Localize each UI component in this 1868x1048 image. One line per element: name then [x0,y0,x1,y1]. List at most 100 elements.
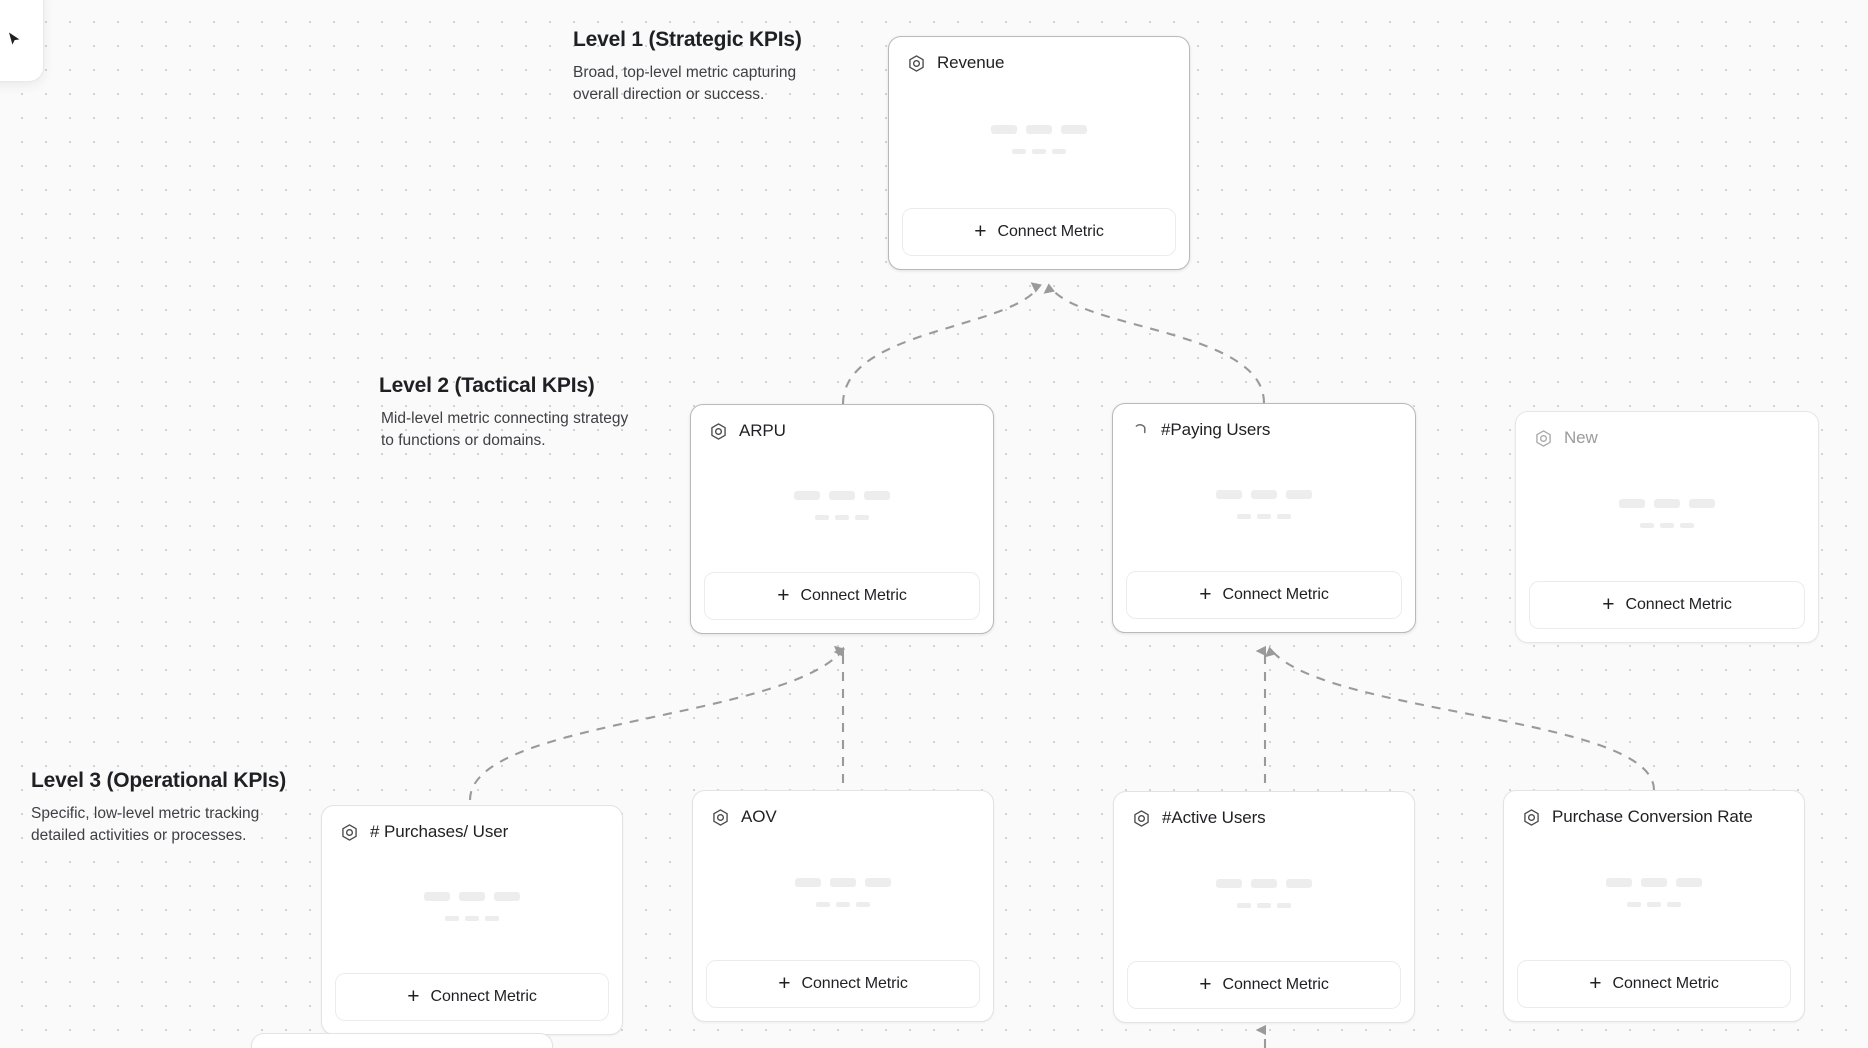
metric-card-purchases-per-user[interactable]: # Purchases/ User + Connect Metric [321,805,623,1035]
skeleton-bar [1647,902,1661,907]
skeleton-bar [816,902,830,907]
skeleton-bar [1216,490,1242,499]
plus-icon: + [778,971,791,995]
skeleton-row-secondary [445,916,499,921]
level-3-description: Specific, low-level metric tracking deta… [31,805,260,845]
skeleton-bar [1286,490,1312,499]
card-skeleton-body [1113,440,1415,571]
skeleton-bar [1032,149,1046,154]
skeleton-bar [1026,125,1052,134]
metric-card-revenue[interactable]: Revenue + Connect Metric [888,36,1190,270]
skeleton-bar [836,902,850,907]
card-skeleton-body [1504,827,1804,960]
skeleton-row-secondary [1237,514,1291,519]
skeleton-bar [830,878,856,887]
connect-metric-label: Connect Metric [801,975,908,992]
metric-card-new[interactable]: New + Connect Metric [1515,411,1819,643]
metric-card-purchase-conversion-rate[interactable]: Purchase Conversion Rate + Connect Metri… [1503,790,1805,1022]
hexagon-icon [711,422,726,440]
metric-card-aov[interactable]: AOV + Connect Metric [692,790,994,1022]
skeleton-bar [1606,878,1632,887]
card-skeleton-body [322,842,622,973]
hexagon-icon [1134,809,1149,827]
connect-metric-button[interactable]: + Connect Metric [1517,960,1791,1008]
skeleton-bar [1257,903,1271,908]
connect-metric-button[interactable]: + Connect Metric [706,960,980,1008]
card-header: #Paying Users [1113,404,1415,440]
plus-icon: + [407,984,420,1008]
card-header: New [1516,412,1818,448]
connect-metric-button[interactable]: + Connect Metric [704,572,980,620]
connect-metric-button[interactable]: + Connect Metric [1529,581,1805,629]
skeleton-bar [465,916,479,921]
skeleton-row-primary [1216,879,1312,888]
skeleton-bar [1654,499,1680,508]
level-label-3: Level 3 (Operational KPIs) Specific, low… [31,769,286,848]
skeleton-bar [864,491,890,500]
skeleton-bar [1667,902,1681,907]
connect-metric-label: Connect Metric [1612,975,1719,992]
plus-icon: + [1199,972,1212,996]
skeleton-bar [1277,903,1291,908]
plus-icon: + [974,219,987,243]
skeleton-bar [1052,149,1066,154]
skeleton-row-primary [424,892,520,901]
spinner-icon [1135,423,1146,433]
skeleton-bar [1627,902,1641,907]
connect-metric-label: Connect Metric [800,587,907,604]
skeleton-bar [1689,499,1715,508]
connect-metric-label: Connect Metric [1222,976,1329,993]
card-skeleton-body [1516,448,1818,581]
skeleton-bar [1061,125,1087,134]
skeleton-row-primary [1606,878,1702,887]
metric-card-arpu[interactable]: ARPU + Connect Metric [690,404,994,634]
metric-card-paying-users[interactable]: #Paying Users + Connect Metric [1112,403,1416,633]
card-title: # Purchases/ User [370,822,509,841]
card-skeleton-body [1114,828,1414,961]
skeleton-bar [855,515,869,520]
skeleton-bar [991,125,1017,134]
skeleton-row-secondary [1012,149,1066,154]
plus-icon: + [777,583,790,607]
skeleton-bar [424,892,450,901]
skeleton-bar [795,878,821,887]
skeleton-bar [815,515,829,520]
skeleton-bar [794,491,820,500]
card-title: New [1564,428,1598,447]
hexagon-icon [1536,429,1551,447]
hexagon-icon [909,54,924,72]
card-skeleton-body [693,827,993,960]
skeleton-bar [1660,523,1674,528]
cursor-arrow-icon[interactable] [7,31,23,47]
card-title: #Active Users [1162,808,1266,827]
metric-card-active-users[interactable]: #Active Users + Connect Metric [1113,791,1415,1023]
skeleton-row-secondary [1627,902,1681,907]
skeleton-bar [485,916,499,921]
connect-metric-button[interactable]: + Connect Metric [902,208,1176,256]
level-3-title: Level 3 (Operational KPIs) [31,769,287,792]
skeleton-row-primary [794,491,890,500]
plus-icon: + [1589,971,1602,995]
level-1-title: Level 1 (Strategic KPIs) [573,28,802,51]
card-skeleton-body [889,73,1189,208]
connect-metric-button[interactable]: + Connect Metric [335,973,609,1021]
skeleton-bar [1286,879,1312,888]
connect-metric-label: Connect Metric [1222,586,1329,603]
level-2-description: Mid-level metric connecting strategy to … [381,410,629,450]
skeleton-bar [1619,499,1645,508]
connect-metric-button[interactable]: + Connect Metric [1126,571,1402,619]
metric-card-clipped-bottom[interactable] [251,1033,553,1048]
skeleton-bar [445,916,459,921]
connect-metric-button[interactable]: + Connect Metric [1127,961,1401,1009]
skeleton-bar [494,892,520,901]
hexagon-icon [713,808,728,826]
connect-metric-label: Connect Metric [1625,596,1732,613]
skeleton-row-primary [795,878,891,887]
card-title: ARPU [739,421,786,440]
floating-tool-panel[interactable] [0,0,44,82]
skeleton-bar [1640,523,1654,528]
card-header: Revenue [889,37,1189,73]
card-title: AOV [741,807,777,826]
skeleton-row-secondary [815,515,869,520]
